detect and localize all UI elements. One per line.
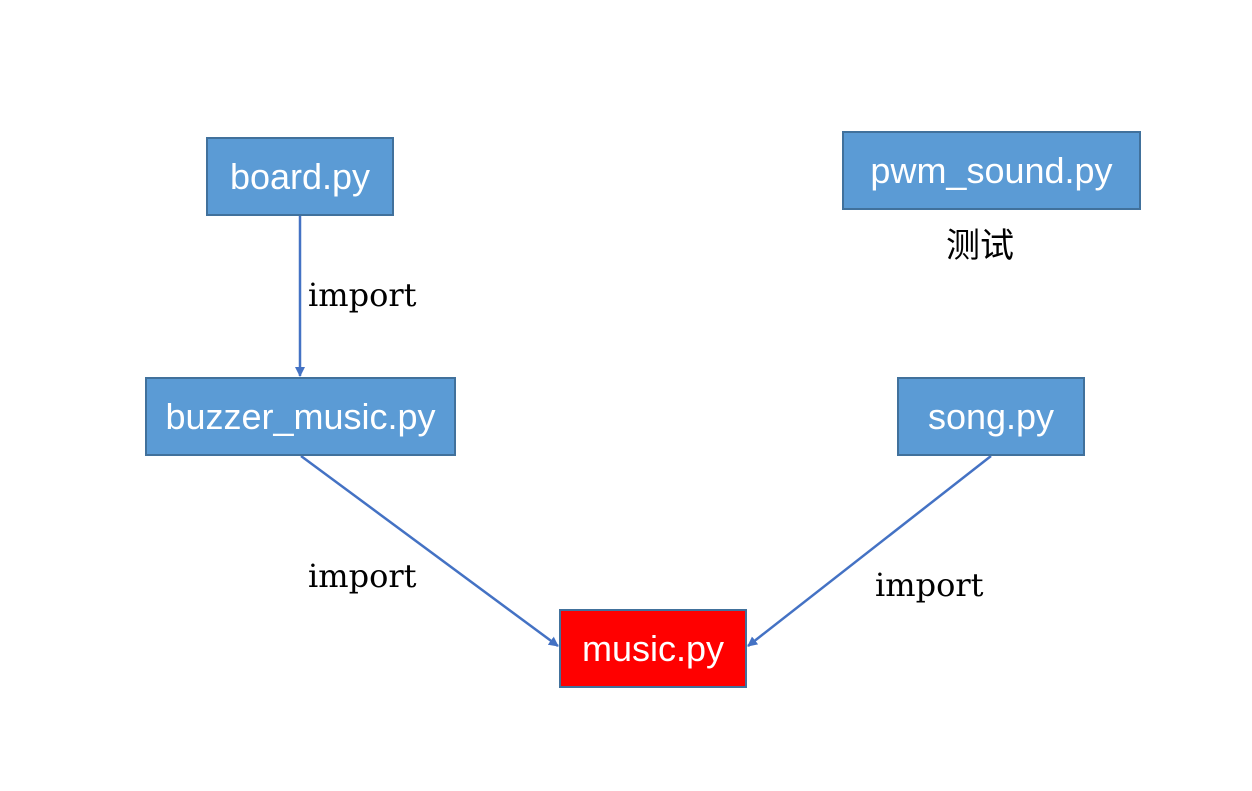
node-song-py[interactable]: song.py [897, 377, 1085, 456]
edge-label-buzzer-music: import [308, 557, 417, 595]
note-pwm-sound: 测试 [946, 226, 1014, 266]
node-board-label: board.py [229, 155, 371, 197]
node-buzzer-music-py[interactable]: buzzer_music.py [145, 377, 456, 456]
node-pwm-sound-py[interactable]: pwm_sound.py [842, 131, 1141, 210]
node-pwm-sound-label: pwm_sound.py [870, 149, 1113, 191]
node-music-label: music.py [581, 627, 725, 669]
edge-label-board-buzzer: import [308, 276, 417, 314]
node-buzzer-music-label: buzzer_music.py [165, 395, 436, 437]
edge-label-song-music: import [875, 566, 984, 604]
arrow-song-to-music [747, 455, 992, 647]
node-song-label: song.py [927, 395, 1055, 437]
node-music-py[interactable]: music.py [559, 609, 747, 688]
arrow-buzzer-to-music [300, 454, 559, 648]
node-board-py[interactable]: board.py [206, 137, 394, 216]
